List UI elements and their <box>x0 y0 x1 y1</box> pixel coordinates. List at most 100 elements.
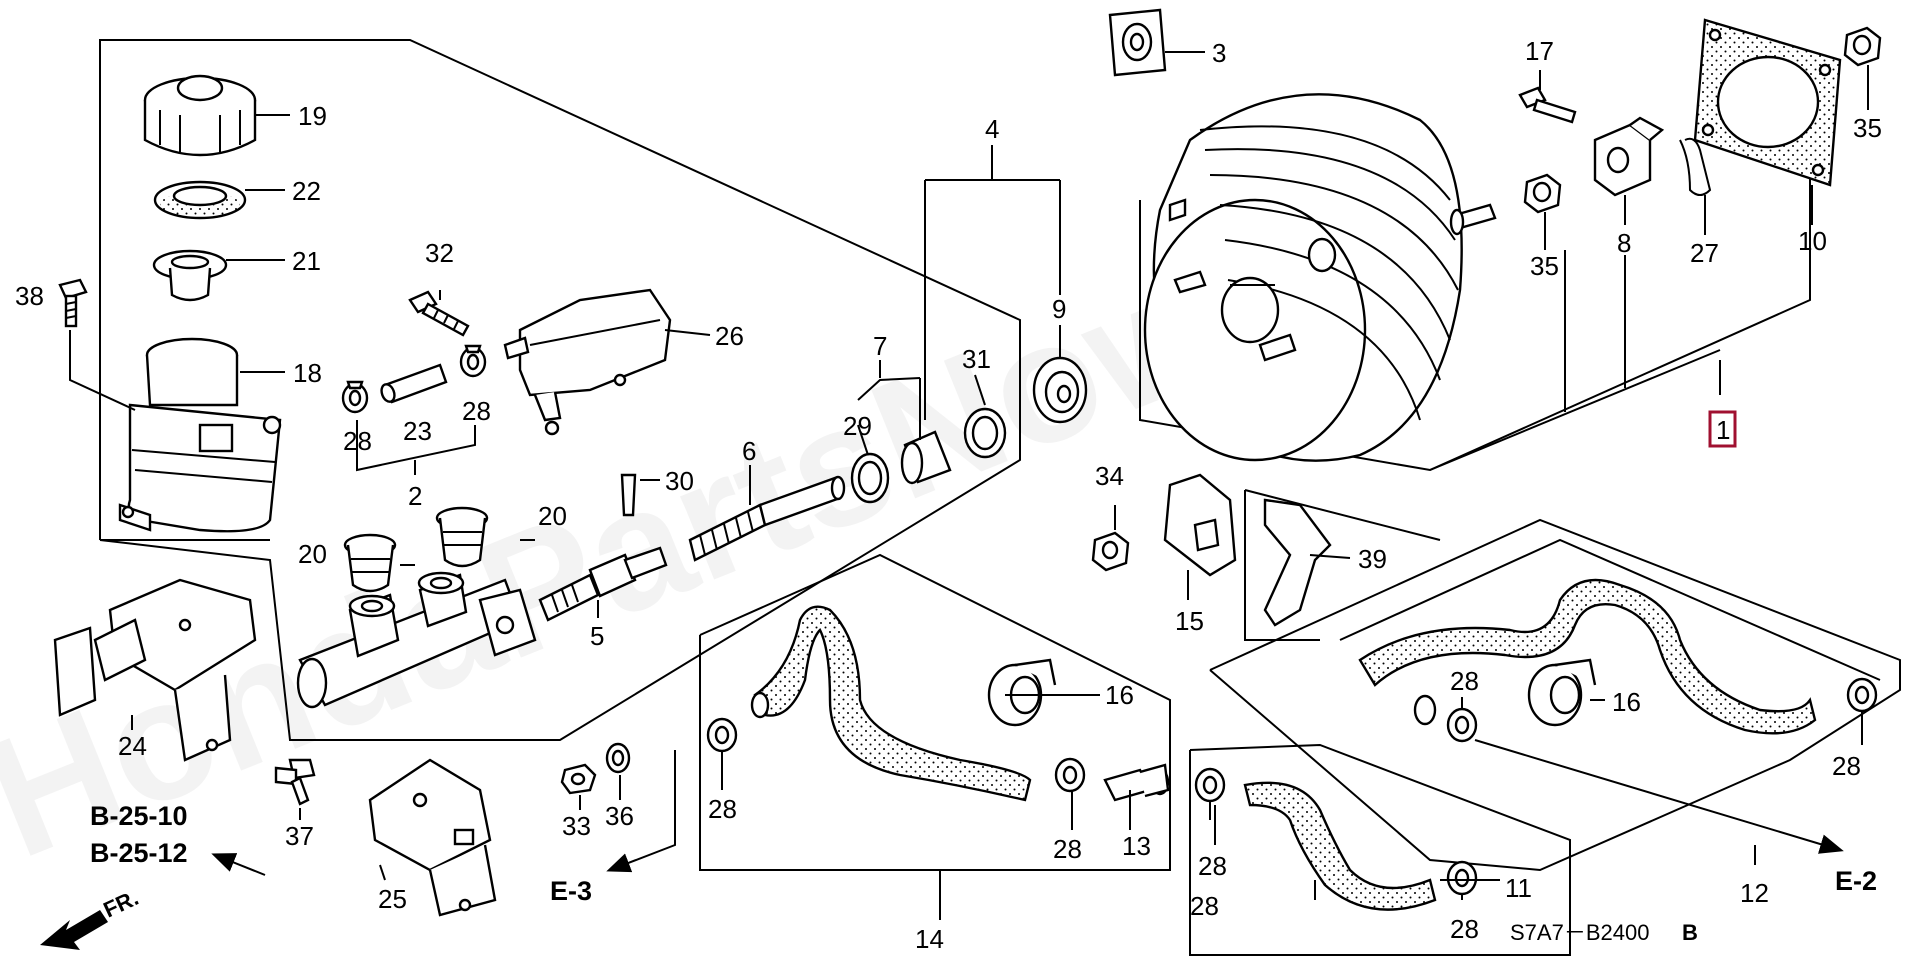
part-28-hose-clamp[interactable] <box>706 717 738 753</box>
part-39-bracket[interactable] <box>1263 498 1332 627</box>
callout-label-11[interactable]: 11 <box>1505 873 1532 903</box>
part-20-grommet[interactable] <box>343 533 397 593</box>
part-28-hose-clamp[interactable] <box>459 344 487 378</box>
reference-e-3[interactable]: E-3 <box>550 876 592 906</box>
callout-label-28[interactable]: 28 <box>1198 851 1227 881</box>
part-17-bolt[interactable] <box>1518 86 1577 124</box>
part-18-reservoir-tank[interactable] <box>118 337 282 533</box>
part-1-brake-booster[interactable] <box>1143 93 1497 462</box>
callout-label-10[interactable]: 10 <box>1798 226 1827 256</box>
callout-label-31[interactable]: 31 <box>962 344 991 374</box>
part-16-hose-clamp[interactable] <box>1527 658 1597 727</box>
part-16-hose-clamp[interactable] <box>987 658 1057 727</box>
reference-e-2[interactable]: E-2 <box>1835 866 1877 896</box>
callout-label-23[interactable]: 23 <box>403 416 432 446</box>
part-11-vacuum-hose[interactable] <box>1243 781 1437 911</box>
part-28-hose-clamp[interactable] <box>1054 757 1086 793</box>
part-28-hose-clamp[interactable] <box>1846 677 1878 713</box>
part-35-nut[interactable] <box>1523 173 1562 214</box>
callout-label-24[interactable]: 24 <box>118 731 147 761</box>
part-37-bolt[interactable] <box>274 758 316 806</box>
part-15-bracket[interactable] <box>1163 473 1237 577</box>
callout-label-19[interactable]: 19 <box>298 101 327 131</box>
callout-label-6[interactable]: 6 <box>742 436 756 466</box>
callout-label-20[interactable]: 20 <box>538 501 567 531</box>
callout-label-9[interactable]: 9 <box>1052 294 1066 324</box>
part-28-hose-clamp[interactable] <box>1446 707 1478 743</box>
part-12-vacuum-hose[interactable] <box>1358 578 1817 735</box>
part-21-reservoir-seal[interactable] <box>152 249 228 302</box>
callout-label-12[interactable]: 12 <box>1740 878 1769 908</box>
callout-label-20[interactable]: 20 <box>298 539 327 569</box>
reference-b-25-12[interactable]: B-25-12 <box>90 838 188 868</box>
part-8-clevis[interactable] <box>1593 116 1665 197</box>
callout-label-28[interactable]: 28 <box>1832 751 1861 781</box>
callout-label-27[interactable]: 27 <box>1690 238 1719 268</box>
part-9-seal[interactable] <box>1032 356 1088 424</box>
part-34-nut[interactable] <box>1091 531 1130 572</box>
reference-b-25-10[interactable]: B-25-10 <box>90 801 188 831</box>
part-31-snap-ring[interactable] <box>963 407 1007 459</box>
part-28-hose-clamp[interactable] <box>1194 767 1226 803</box>
callout-label-35[interactable]: 35 <box>1530 251 1559 281</box>
callout-label-7[interactable]: 7 <box>873 331 887 361</box>
callout-label-26[interactable]: 26 <box>715 321 744 351</box>
part-38-bolt[interactable] <box>58 278 88 328</box>
part-13-check-valve[interactable] <box>1103 763 1170 802</box>
callout-label-38[interactable]: 38 <box>15 281 44 311</box>
callout-label-15[interactable]: 15 <box>1175 606 1204 636</box>
part-7-piston-cup[interactable] <box>900 430 952 485</box>
callout-label-25[interactable]: 25 <box>378 884 407 914</box>
part-35-nut[interactable] <box>1843 26 1882 67</box>
callout-label-33[interactable]: 33 <box>562 811 591 841</box>
part-25-bracket[interactable] <box>368 758 497 917</box>
part-19-reservoir-cap[interactable] <box>143 74 257 157</box>
callout-label-28[interactable]: 28 <box>1190 891 1219 921</box>
callout-label-8[interactable]: 8 <box>1617 228 1631 258</box>
callout-label-21[interactable]: 21 <box>292 246 321 276</box>
callout-label-2[interactable]: 2 <box>408 481 422 511</box>
part-master-cylinder-body[interactable] <box>296 571 537 709</box>
part-33-nut[interactable] <box>560 763 597 795</box>
callout-label-28[interactable]: 28 <box>1450 666 1479 696</box>
callout-1[interactable]: 1 <box>1708 410 1737 448</box>
part-24-bracket[interactable] <box>53 578 257 762</box>
part-3-grommet[interactable] <box>1108 8 1167 77</box>
callout-label-28[interactable]: 28 <box>1450 914 1479 944</box>
callout-label-32[interactable]: 32 <box>425 238 454 268</box>
part-22-strainer-ring[interactable] <box>153 180 247 220</box>
part-36-washer[interactable] <box>605 742 631 774</box>
callout-label-34[interactable]: 34 <box>1095 461 1124 491</box>
part-20-grommet[interactable] <box>435 506 489 568</box>
callout-label-22[interactable]: 22 <box>292 176 321 206</box>
callout-label-37[interactable]: 37 <box>285 821 314 851</box>
callout-label-14[interactable]: 14 <box>915 924 944 954</box>
callout-label-30[interactable]: 30 <box>665 466 694 496</box>
part-28-hose-clamp[interactable] <box>341 380 369 414</box>
part-28-hose-clamp[interactable] <box>1446 860 1478 896</box>
callout-label-35[interactable]: 35 <box>1853 113 1882 143</box>
callout-label-28[interactable]: 28 <box>462 396 491 426</box>
callout-label-39[interactable]: 39 <box>1358 544 1387 574</box>
part-14-vacuum-hose[interactable] <box>750 605 1032 802</box>
part-26-remote-reservoir[interactable] <box>503 288 672 436</box>
callout-label-18[interactable]: 18 <box>293 358 322 388</box>
callout-label-28[interactable]: 28 <box>708 794 737 824</box>
callout-label-28[interactable]: 28 <box>1053 834 1082 864</box>
part-23-reservoir-hose[interactable] <box>379 363 448 404</box>
callout-label-13[interactable]: 13 <box>1122 831 1151 861</box>
part-30-pin[interactable] <box>620 473 637 517</box>
part-29-washer[interactable] <box>850 452 890 504</box>
callout-label-36[interactable]: 36 <box>605 801 634 831</box>
callout-label-4[interactable]: 4 <box>985 114 999 144</box>
part-6-primary-piston[interactable] <box>688 475 846 562</box>
callout-label-17[interactable]: 17 <box>1525 36 1554 66</box>
callout-label-16[interactable]: 16 <box>1612 687 1641 717</box>
part-27-clip[interactable] <box>1679 137 1712 196</box>
callout-label-28[interactable]: 28 <box>343 426 372 456</box>
part-5-secondary-piston[interactable] <box>538 546 668 622</box>
part-10-gasket[interactable] <box>1693 18 1842 187</box>
callout-label-29[interactable]: 29 <box>843 411 872 441</box>
part-32-bolt[interactable] <box>408 290 470 337</box>
callout-label-3[interactable]: 3 <box>1212 38 1226 68</box>
